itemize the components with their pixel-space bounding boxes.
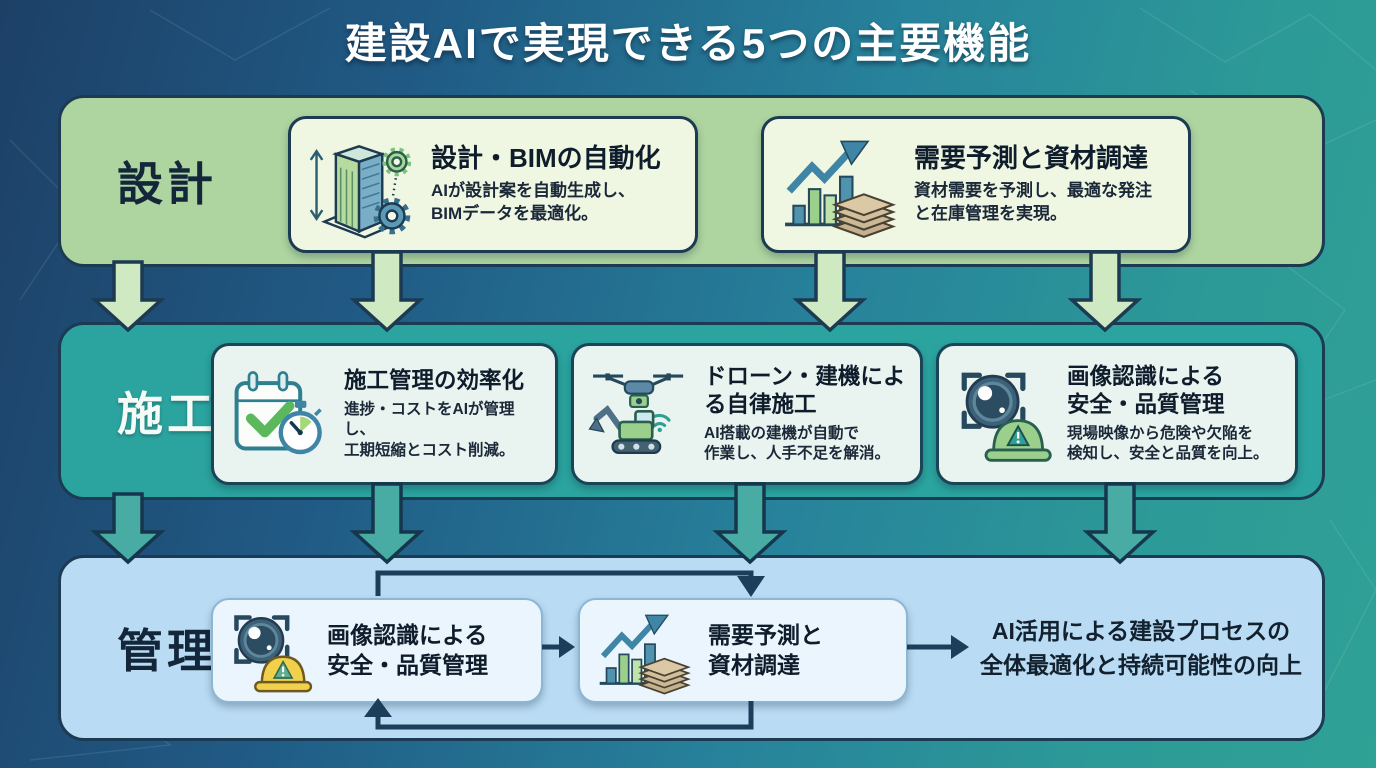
building-gears-icon: [303, 127, 419, 243]
band-design: 設計: [58, 95, 1325, 267]
card-mgmt-image-recognition: 画像認識による 安全・品質管理: [211, 598, 543, 703]
page-title: 建設AIで実現できる5つの主要機能: [344, 20, 1032, 67]
card-demand-forecast: 需要予測と資材調達 資材需要を予測し、最適な発注 と在庫管理を実現。: [761, 116, 1191, 253]
card-title: 需要予測と 資材調達: [708, 621, 823, 678]
chart-materials-icon: [776, 129, 902, 241]
camera-helmet-yellow-icon: [225, 606, 315, 696]
card-title: 設計・BIMの自動化: [431, 142, 661, 173]
row-label-management: 管理: [117, 625, 217, 677]
card-design-bim-automation: 設計・BIMの自動化 AIが設計案を自動生成し、 BIMデータを最適化。: [288, 116, 698, 253]
card-body: AI搭載の建機が自動で 作業し、人手不足を解消。: [704, 424, 891, 463]
row-label-construction: 施工: [117, 388, 217, 440]
card-mgmt-demand-forecast: 需要予測と 資材調達: [578, 598, 908, 703]
card-body: 資材需要を予測し、最適な発注 と在庫管理を実現。: [914, 181, 1152, 224]
card-body: 進捗・コストをAIが管理し、 工期短縮とコスト削減。: [344, 401, 515, 459]
drone-excavator-icon: [586, 362, 692, 466]
card-image-recognition-safety: 画像認識による 安全・品質管理 現場映像から危険や欠陥を 検知し、安全と品質を向…: [936, 343, 1298, 485]
card-title: 画像認識による 安全・品質管理: [327, 621, 488, 678]
management-summary: AI活用による建設プロセスの 全体最適化と持続可能性の向上: [980, 617, 1302, 679]
card-title: 画像認識による 安全・品質管理: [1067, 364, 1225, 417]
card-autonomous-construction: ドローン・建機によ る自律施工 AI搭載の建機が自動で 作業し、人手不足を解消。: [571, 343, 923, 485]
calendar-stopwatch-icon: [226, 364, 332, 464]
band-construction: 施工 施工管理の効率化 進捗・コスト: [58, 322, 1325, 500]
card-body: 現場映像から危険や欠陥を 検知し、安全と品質を向上。: [1067, 424, 1269, 463]
card-title: 施工管理の効率化: [344, 367, 525, 393]
card-body: AIが設計案を自動生成し、 BIMデータを最適化。: [431, 181, 635, 224]
card-construction-management: 施工管理の効率化 進捗・コストをAIが管理し、 工期短縮とコスト削減。: [211, 343, 558, 485]
band-management: 管理 画像認識による 安全: [58, 555, 1325, 741]
chart-materials-icon: [592, 605, 696, 697]
camera-helmet-icon: [951, 362, 1055, 466]
row-label-design: 設計: [117, 158, 217, 210]
card-title: 需要予測と資材調達: [914, 142, 1149, 173]
card-title: ドローン・建機によ る自律施工: [704, 364, 906, 417]
